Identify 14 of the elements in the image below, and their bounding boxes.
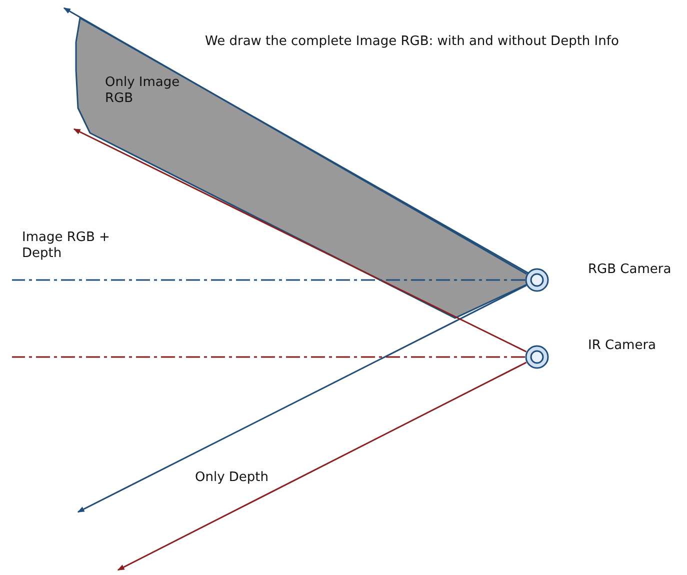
camera-icon [525,345,549,369]
camera-label: RGB Camera [588,262,672,278]
region-label: Image RGB + Depth [22,230,111,262]
region-label: Only Depth [195,470,269,486]
arrow [77,284,527,513]
diagram-title: We draw the complete Image RGB: with and without Depth Info [205,34,620,50]
arrow [63,7,527,275]
arrow [73,128,527,352]
axis-line [12,279,525,281]
axis-line [12,356,525,358]
camera-icon [525,268,549,292]
region-label: Only Image RGB [105,75,181,108]
camera-label: IR Camera [588,338,656,354]
arrow [117,362,527,571]
